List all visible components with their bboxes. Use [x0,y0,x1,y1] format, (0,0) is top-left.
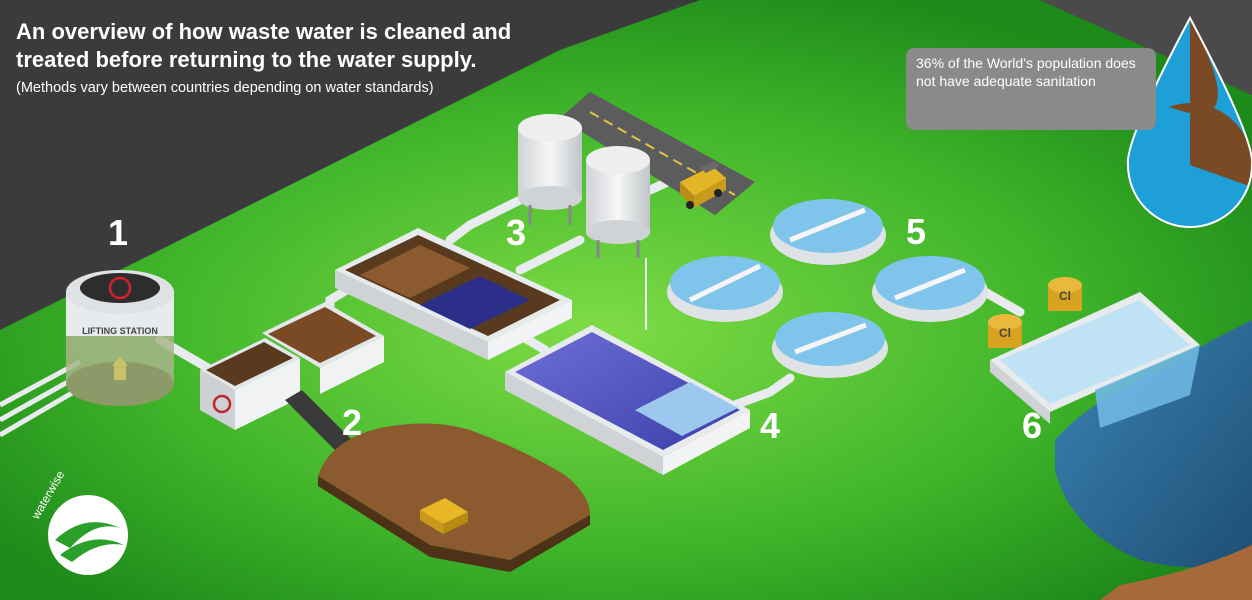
sanitation-stat-box: 36% of the World’s population does not h… [906,48,1156,130]
title-block: An overview of how waste water is cleane… [16,18,556,96]
step-number-2: 2 [342,402,363,443]
lake [1055,320,1252,568]
screening-tank [200,302,384,430]
diagram-title: An overview of how waste water is cleane… [16,19,512,72]
clarifiers [667,199,988,378]
disinfection-basin [990,292,1200,428]
drop-slice-no-sanitation [1168,18,1252,186]
step-number-6: 6 [1022,405,1043,446]
digester-silos [518,114,650,258]
aeration-basin [505,325,750,475]
chlorine-label-2: Cl [999,326,1011,340]
primary-settling-tank [335,228,572,360]
sludge-truck [680,161,726,209]
step-number-5: 5 [906,211,927,252]
step-number-1: 1 [108,212,129,253]
lifting-station-label: LIFTING STATION [82,326,158,336]
water-drop-chart [1126,15,1252,228]
chlorine-tanks: Cl Cl [988,277,1082,348]
sludge-pile [318,423,590,572]
step-number-4: 4 [760,405,781,446]
chlorine-label-1: Cl [1059,289,1071,303]
conveyor [285,390,362,460]
lifting-station: LIFTING STATION [66,270,174,406]
sanitation-stat-text: 36% of the World’s population does not h… [916,55,1136,89]
step-number-3: 3 [506,212,527,253]
diagram-subtitle: (Methods vary between countries dependin… [16,80,434,96]
